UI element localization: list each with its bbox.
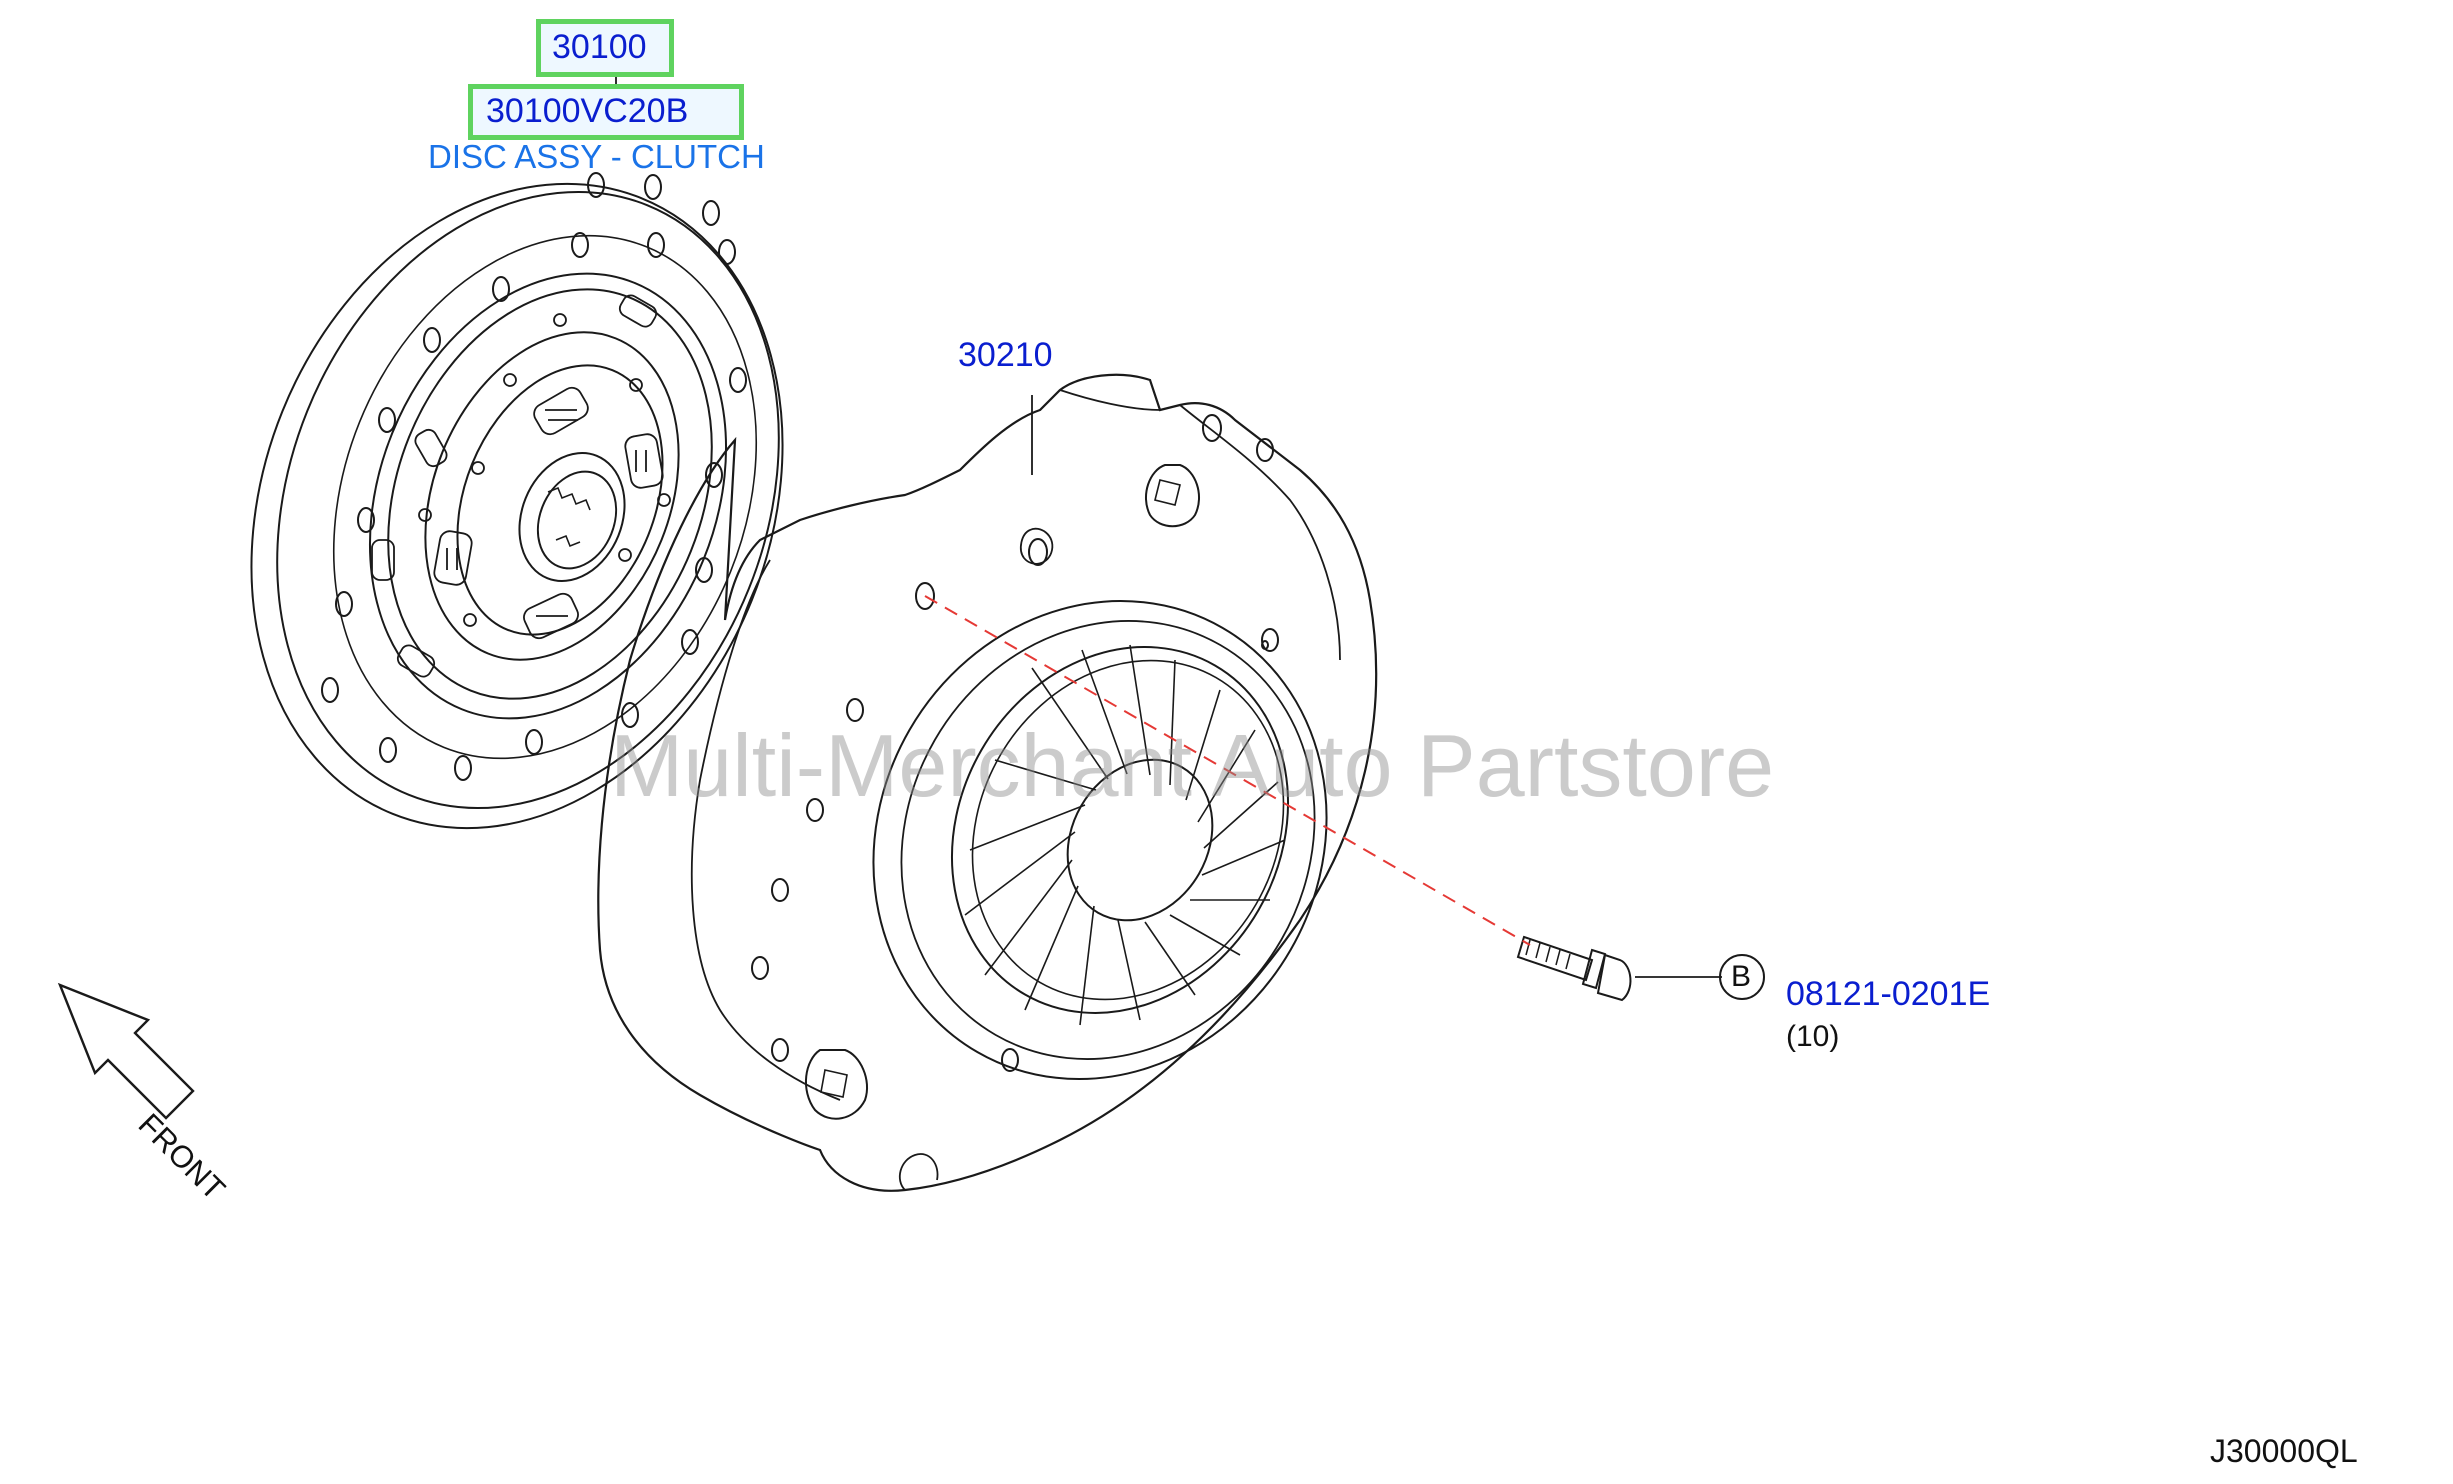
bolt-marker-circle [1719, 954, 1765, 1000]
front-arrow-icon [57, 982, 195, 1120]
disc-part-number-link[interactable]: 30100VC20B [486, 92, 689, 130]
disc-group-highlight [536, 19, 674, 77]
disc-description[interactable]: DISC ASSY - CLUTCH [428, 138, 765, 175]
clutch-cover-drawing[interactable] [597, 373, 1413, 1192]
bolt-quantity: (10) [1786, 1020, 1840, 1053]
cover-part-number[interactable]: 30210 [958, 336, 1053, 374]
watermark: Multi-Merchant Auto Partstore [610, 716, 1775, 815]
leader-lines [615, 69, 1722, 978]
bolt-marker-letter: B [1731, 960, 1752, 993]
bolt-drawing[interactable] [1516, 935, 1632, 1002]
bolt-part-number[interactable]: 08121-0201E [1786, 975, 1991, 1013]
bolt-guide-line [924, 595, 1531, 946]
disc-group-number[interactable]: 30100 [552, 28, 647, 66]
disc-part-highlight [468, 84, 744, 140]
diagram-code: J30000QL [2210, 1433, 2358, 1469]
clutch-disc-drawing[interactable] [158, 103, 876, 908]
